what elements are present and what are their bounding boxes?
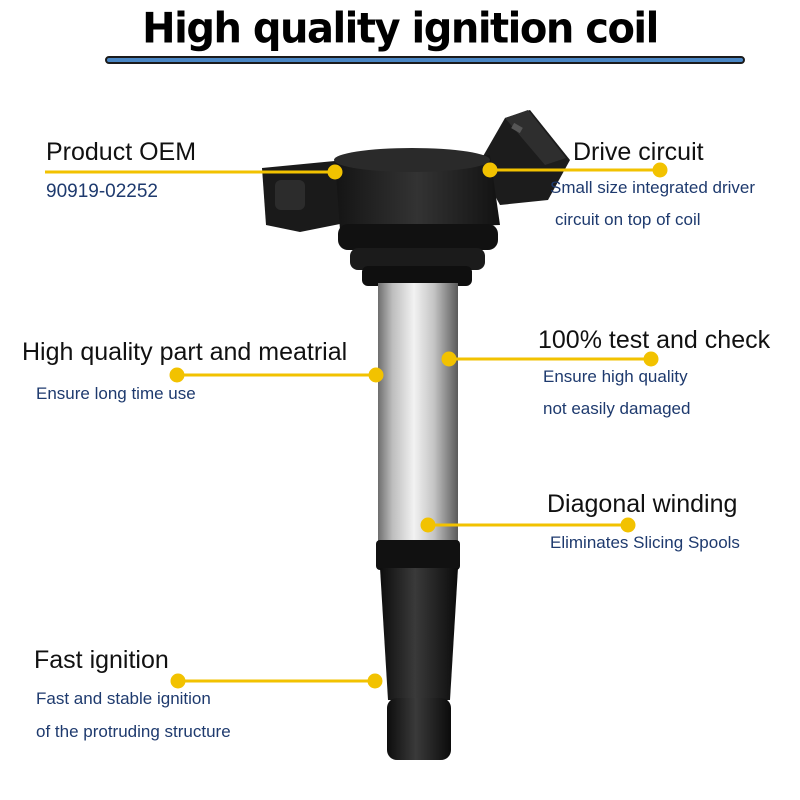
- title-underline-bar: [105, 56, 745, 64]
- callout-text-fast-ignition-1: Fast and stable ignition: [36, 689, 211, 708]
- callout-heading-product-oem: Product OEM: [46, 138, 197, 166]
- leader-drive-circuit: [482, 162, 668, 178]
- connector-plug: [478, 110, 570, 205]
- callout-heading-test-check: 100% test and check: [538, 326, 771, 354]
- callout-heading-part-material: High quality part and meatrial: [22, 338, 348, 366]
- leader-diagonal-winding: [420, 517, 636, 533]
- callout-text-test-check-1: Ensure high quality: [543, 367, 688, 386]
- callout-heading-drive-circuit: Drive circuit: [573, 138, 704, 166]
- rubber-boot: [376, 540, 460, 760]
- coil-head: [334, 148, 500, 286]
- callout-leaders: [45, 162, 668, 689]
- leader-fast-ignition: [170, 673, 383, 689]
- metal-tube: [378, 283, 458, 545]
- leader-product-oem: [45, 164, 343, 180]
- callout-text-test-check-2: not easily damaged: [543, 399, 691, 418]
- callout-heading-fast-ignition: Fast ignition: [34, 646, 169, 674]
- callout-text-drive-circuit-1: Small size integrated driver: [550, 178, 756, 197]
- mounting-flange: [262, 160, 350, 232]
- leader-test-check: [441, 351, 659, 367]
- leader-part-material: [169, 367, 384, 383]
- callout-heading-diagonal-winding: Diagonal winding: [547, 490, 738, 518]
- callout-text-product-oem: 90919-02252: [46, 181, 158, 202]
- callout-text-fast-ignition-2: of the protruding structure: [36, 722, 231, 741]
- page-title: High quality ignition coil: [142, 4, 659, 54]
- callout-text-drive-circuit-2: circuit on top of coil: [555, 210, 701, 229]
- callout-text-part-material: Ensure long time use: [36, 384, 196, 403]
- callout-text-diagonal-winding: Eliminates Slicing Spools: [550, 533, 740, 552]
